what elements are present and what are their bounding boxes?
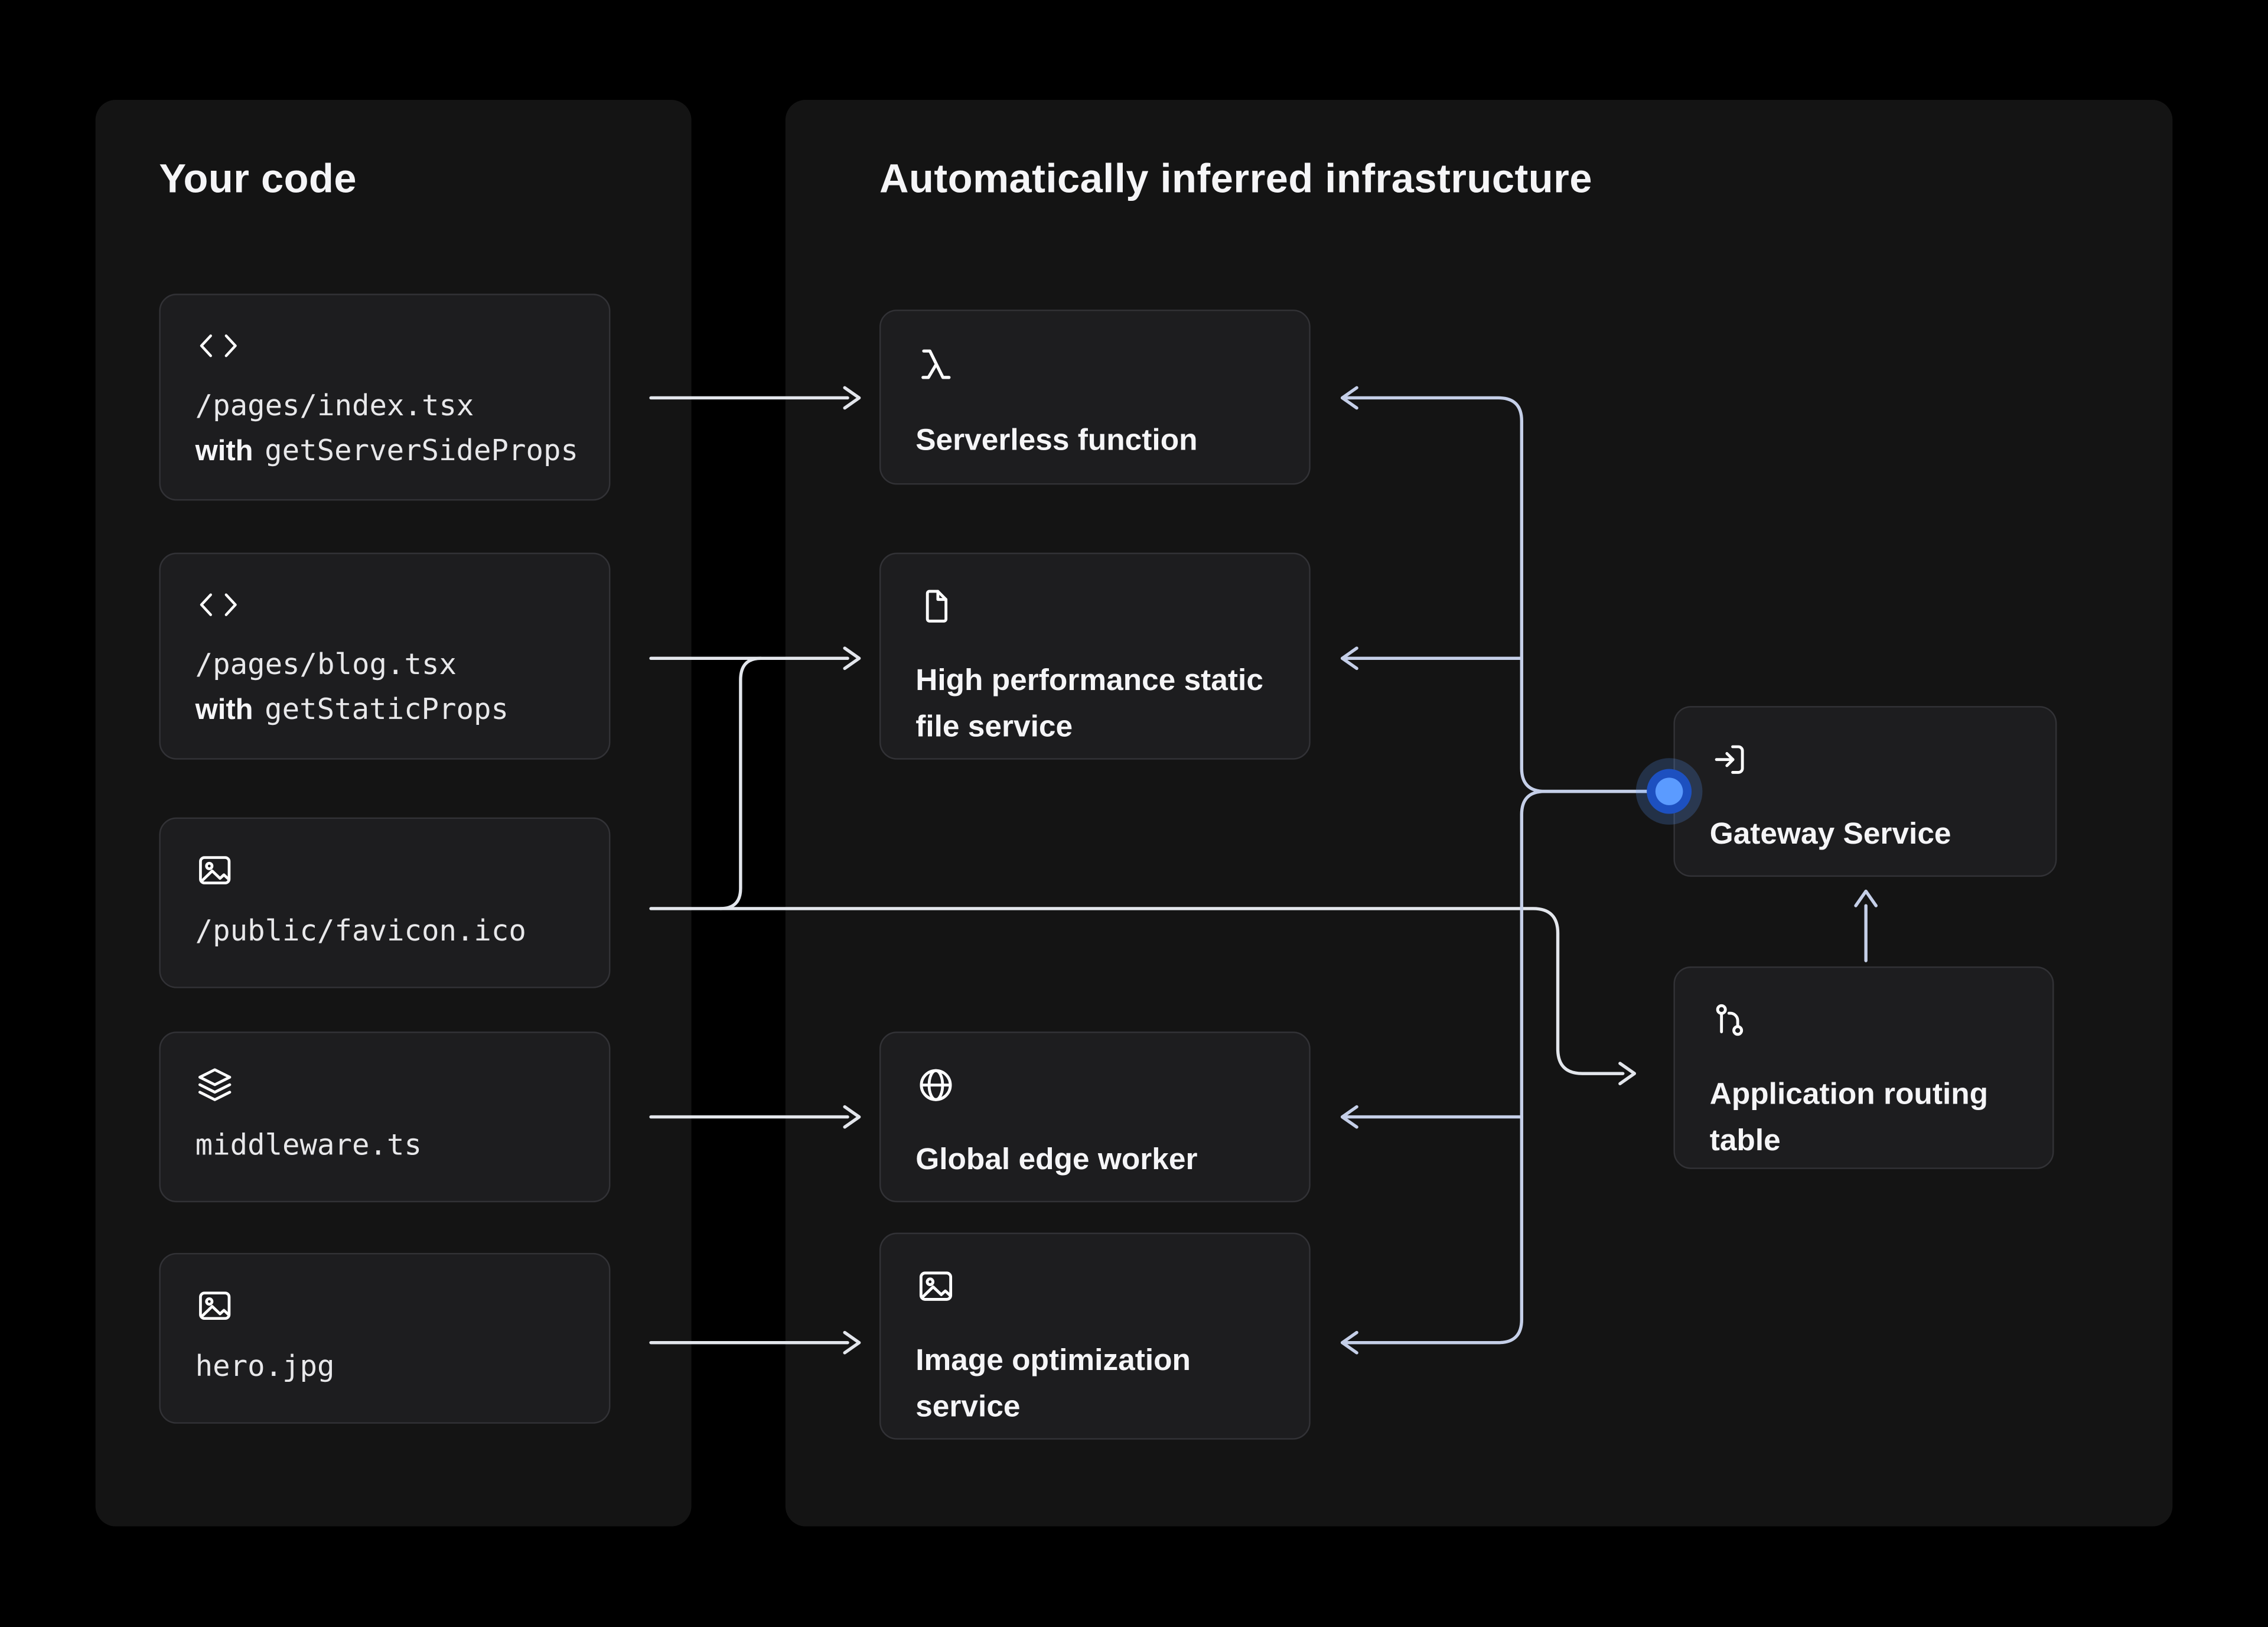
image-icon — [915, 1266, 956, 1307]
service-label: Image optimization service — [915, 1344, 1191, 1423]
function-name: getServerSideProps — [265, 432, 578, 468]
file-path: /pages/index.tsx — [195, 388, 474, 423]
infrastructure-title: Automatically inferred infrastructure — [879, 156, 1592, 201]
service-card-image-opt: Image optimization service — [879, 1232, 1311, 1440]
service-label: Application routing table — [1709, 1078, 1989, 1157]
service-label: Global edge worker — [915, 1143, 1198, 1177]
with-label: with — [195, 694, 253, 727]
service-card-serverless: Serverless function — [879, 310, 1311, 485]
function-name: getStaticProps — [265, 691, 509, 727]
code-icon — [195, 586, 242, 624]
file-detail: with getServerSideProps — [195, 428, 578, 474]
service-label: Gateway Service — [1709, 817, 1951, 851]
service-label: High performance static file service — [915, 664, 1263, 743]
file-path: hero.jpg — [195, 1348, 335, 1384]
service-card-gateway: Gateway Service — [1673, 706, 2057, 877]
code-card-middleware: middleware.ts — [159, 1031, 611, 1203]
service-label: Serverless function — [915, 424, 1198, 457]
file-icon — [915, 586, 956, 627]
code-card-hero: hero.jpg — [159, 1252, 611, 1424]
file-detail: with getStaticProps — [195, 687, 509, 733]
file-path: middleware.ts — [195, 1127, 422, 1162]
file-path: /public/favicon.ico — [195, 913, 526, 948]
code-card-favicon: /public/favicon.ico — [159, 817, 611, 988]
globe-icon — [915, 1065, 956, 1105]
your-code-title: Your code — [159, 156, 357, 201]
image-icon — [195, 851, 234, 890]
service-card-edge: Global edge worker — [879, 1031, 1311, 1203]
service-card-static: High performance static file service — [879, 552, 1311, 760]
gateway-icon — [1710, 739, 1751, 780]
routing-icon — [1710, 1000, 1751, 1040]
code-card-blog: /pages/blog.tsx with getStaticProps — [159, 552, 611, 760]
layers-icon — [195, 1065, 234, 1104]
image-icon — [195, 1286, 234, 1325]
code-icon — [195, 327, 242, 365]
file-path: /pages/blog.tsx — [195, 646, 457, 682]
code-card-index: /pages/index.tsx with getServerSideProps — [159, 294, 611, 501]
with-label: with — [195, 435, 253, 468]
lambda-icon — [915, 343, 959, 386]
service-card-routing: Application routing table — [1673, 966, 2054, 1169]
